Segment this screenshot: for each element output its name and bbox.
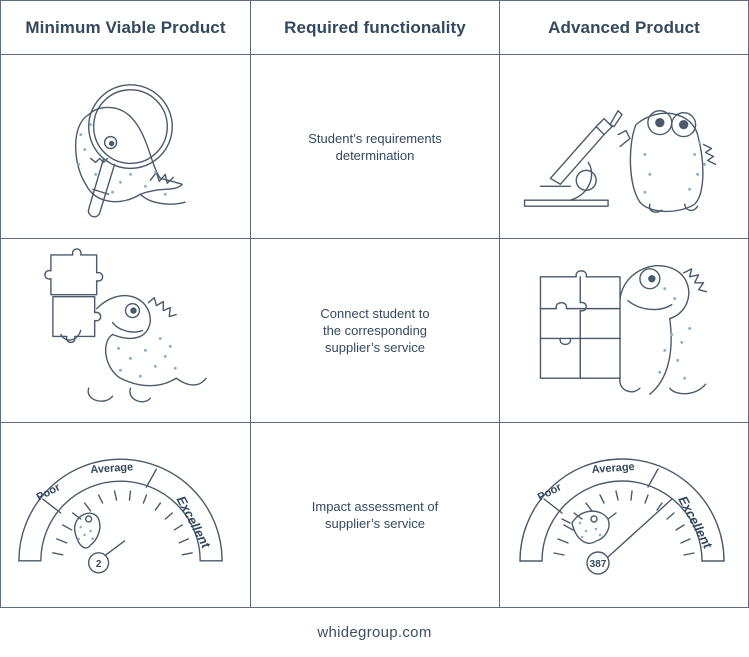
- header-functionality: Required functionality: [251, 1, 500, 55]
- row2-advanced-cell: [500, 239, 748, 423]
- advanced-gauge-poor-label: Poor: [536, 481, 564, 504]
- dinosaur-microscope-icon: [523, 109, 717, 213]
- row3-functionality-cell: Impact assessment of supplier’s service: [251, 423, 500, 607]
- header-mvp: Minimum Viable Product: [1, 1, 251, 55]
- row2-functionality-text: Connect student to the corresponding sup…: [320, 306, 430, 355]
- advanced-gauge-value: 387: [590, 559, 607, 570]
- advanced-gauge-average-label: Average: [591, 461, 635, 476]
- dinosaur-puzzle-stack-icon: [539, 265, 708, 395]
- row3-mvp-cell: Poor Average Excellent 2: [1, 423, 251, 607]
- mvp-gauge-poor-label: Poor: [35, 481, 63, 504]
- dinosaur-magnifier-icon: [74, 84, 186, 218]
- header-advanced-label: Advanced Product: [548, 17, 700, 37]
- header-functionality-label: Required functionality: [284, 17, 466, 37]
- row1-mvp-cell: [1, 55, 251, 239]
- header-mvp-label: Minimum Viable Product: [25, 17, 226, 37]
- row3-advanced-cell: Poor Average Excellent 387: [500, 423, 748, 607]
- gauge-dinosaur-icon: Poor Average Excellent 387: [519, 458, 725, 575]
- row3-functionality-text: Impact assessment of supplier’s service: [311, 499, 439, 531]
- mvp-gauge-value: 2: [96, 559, 102, 570]
- row2-mvp-cell: [1, 239, 251, 423]
- mvp-gauge-average-label: Average: [90, 461, 133, 476]
- dinosaur-puzzle-piece-icon: [44, 248, 207, 403]
- gauge-dinosaur-icon: Poor Average Excellent 2: [18, 458, 223, 574]
- row1-functionality-cell: Student’s requirements determination: [251, 55, 500, 239]
- comparison-table: Minimum Viable Product Required function…: [0, 0, 749, 608]
- header-advanced: Advanced Product: [500, 1, 748, 55]
- row2-functionality-cell: Connect student to the corresponding sup…: [251, 239, 500, 423]
- row1-functionality-text: Student’s requirements determination: [308, 130, 442, 163]
- row1-advanced-cell: [500, 55, 748, 239]
- footer-website: whidegroup.com: [317, 624, 432, 641]
